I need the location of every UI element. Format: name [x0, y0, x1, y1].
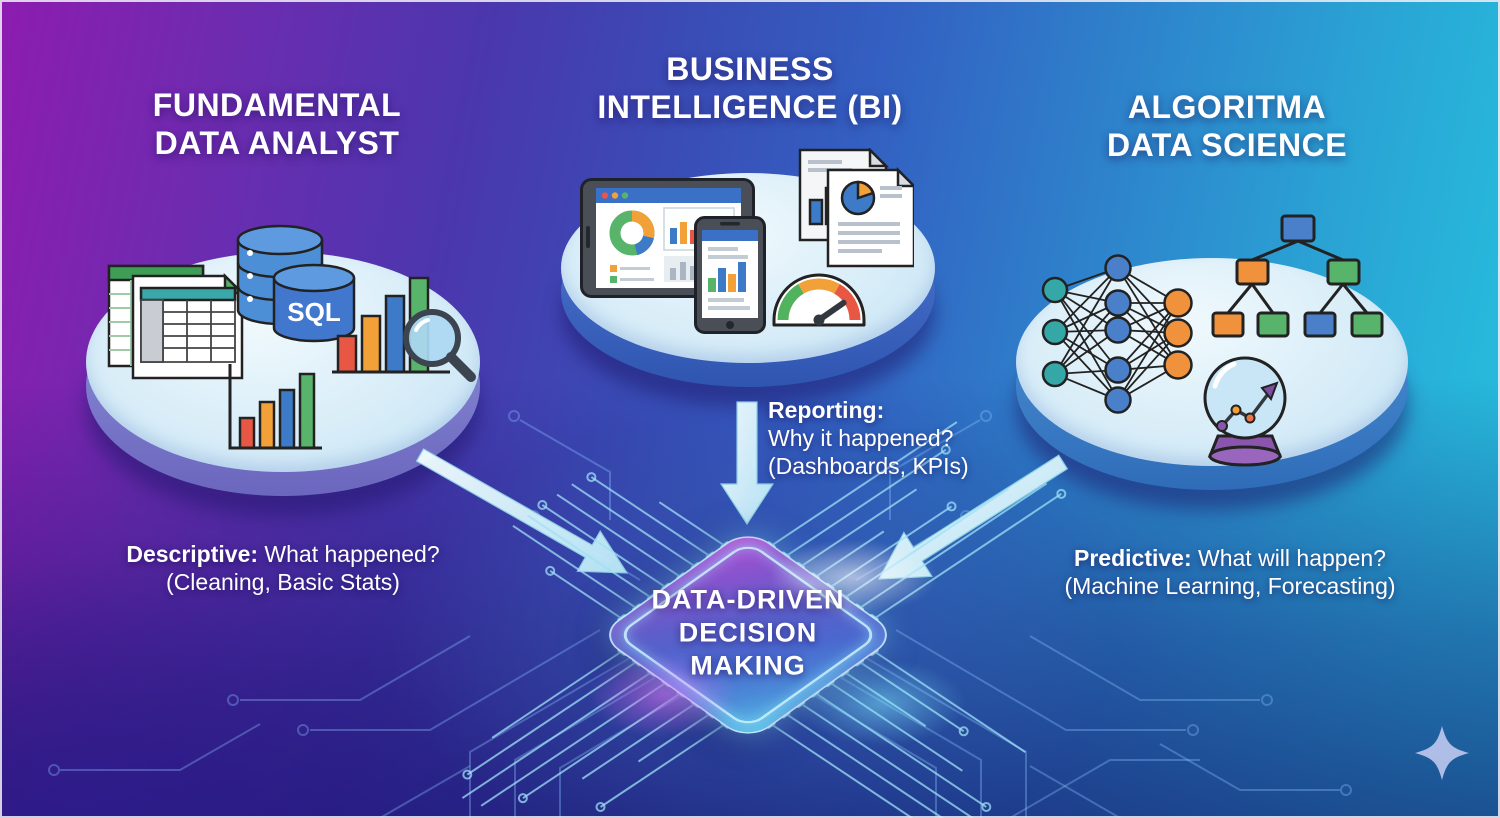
caption-reporting: Reporting: Why it happened? (Dashboards,…	[768, 396, 969, 480]
platform-surface	[1016, 258, 1408, 466]
caption-detail: (Cleaning, Basic Stats)	[166, 569, 400, 595]
title-line: DATA SCIENCE	[1106, 127, 1348, 163]
caption-lead: Descriptive:	[126, 541, 259, 567]
sparkle-icon	[1415, 726, 1469, 780]
caption-line: Predictive: What will happen?	[1020, 544, 1440, 572]
kpi-gauge-icon	[772, 273, 866, 327]
title-line: BUSINESS	[666, 51, 834, 87]
decision-tree-icon	[1211, 214, 1384, 338]
chip-label-line: DECISION	[678, 617, 818, 648]
chip-label-line: MAKING	[690, 650, 806, 681]
title-line: DATA ANALYST	[154, 125, 400, 161]
caption-detail: (Dashboards, KPIs)	[768, 453, 969, 479]
caption-predictive: Predictive: What will happen? (Machine L…	[1020, 544, 1440, 600]
sql-label: SQL	[287, 297, 341, 327]
column-title-data-science: ALGORITMA DATA SCIENCE	[1037, 88, 1417, 164]
caption-detail: (Machine Learning, Forecasting)	[1064, 573, 1396, 599]
caption-lead: Reporting:	[768, 397, 885, 423]
caption-question: What happened?	[264, 541, 440, 567]
neural-network-icon	[1041, 254, 1193, 414]
caption-descriptive: Descriptive: What happened? (Cleaning, B…	[73, 540, 493, 596]
bar-chart-magnifier-icon	[332, 276, 476, 382]
crystal-ball-icon	[1203, 356, 1287, 467]
sql-database-icon: SQL	[236, 224, 356, 343]
chip-label: DATA-DRIVEN DECISION MAKING	[608, 584, 888, 683]
column-title-analyst: FUNDAMENTAL DATA ANALYST	[87, 86, 467, 162]
caption-line: Descriptive: What happened?	[73, 540, 493, 568]
title-line: INTELLIGENCE (BI)	[597, 89, 903, 125]
report-documents-icon	[798, 148, 914, 268]
spreadsheets-icon	[107, 264, 246, 380]
chip-label-line: DATA-DRIVEN	[651, 584, 845, 615]
caption-question: What will happen?	[1198, 545, 1386, 571]
title-line: ALGORITMA	[1127, 89, 1327, 125]
column-title-bi: BUSINESS INTELLIGENCE (BI)	[560, 50, 940, 126]
caption-question: Why it happened?	[768, 425, 954, 451]
caption-lead: Predictive:	[1074, 545, 1192, 571]
title-line: FUNDAMENTAL	[152, 87, 402, 123]
bar-chart-icon	[228, 364, 322, 450]
caption-line: Reporting:	[768, 396, 969, 424]
phone-chart-icon	[694, 216, 766, 334]
